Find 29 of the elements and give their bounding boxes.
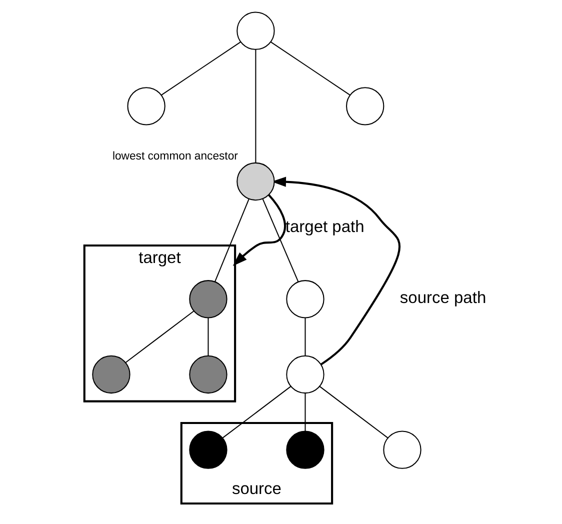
- cluster: target: [82, 244, 236, 402]
- edge-label: source path: [399, 289, 486, 308]
- connector: [207, 318, 208, 356]
- connector: [160, 42, 240, 96]
- node-circle: [236, 162, 274, 201]
- node-circle: [382, 430, 421, 469]
- node-circle: [126, 87, 165, 126]
- node-circle: [286, 280, 324, 318]
- node-circle: [188, 430, 227, 469]
- node-circle: [188, 280, 227, 318]
- node-circle: [286, 430, 324, 469]
- connector: [214, 198, 249, 282]
- node-label: lowest common ancestor: [112, 150, 238, 163]
- edge-label: target path: [284, 218, 364, 236]
- cluster: source: [180, 422, 333, 505]
- node-circle: [188, 355, 227, 394]
- connector: [304, 318, 306, 356]
- connector: [318, 386, 388, 438]
- node-circle: [92, 355, 130, 394]
- connector: [304, 393, 306, 432]
- connector: [222, 386, 291, 438]
- connector: [254, 49, 256, 163]
- node-circle: [236, 12, 274, 50]
- connector: [262, 198, 298, 282]
- connector: [270, 42, 350, 96]
- arrow: [232, 194, 286, 266]
- node-circle: [286, 355, 324, 394]
- connector: [124, 310, 194, 364]
- node-circle: [346, 87, 384, 126]
